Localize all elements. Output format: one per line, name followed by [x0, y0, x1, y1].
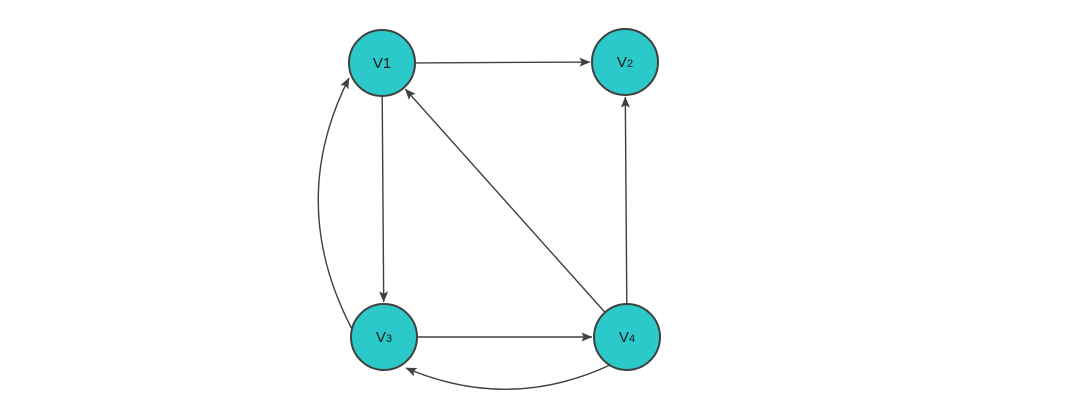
node-v3-circle [350, 303, 418, 371]
node-label-digit: 4 [629, 333, 635, 345]
node-v4-circle [593, 303, 661, 371]
node-label-base: V [376, 329, 386, 346]
node-v3: V3 [350, 303, 418, 371]
node-label-digit: 2 [627, 58, 633, 70]
node-v3-label: V3 [376, 329, 392, 346]
node-v1-circle [348, 29, 416, 97]
node-v2: V2 [591, 28, 659, 96]
edges-layer [317, 57, 630, 390]
edge-v4-v2 [620, 96, 630, 305]
edge-v1-v3 [379, 95, 389, 303]
edge-v4-v3 [405, 364, 611, 390]
edge-v3-v1 [317, 77, 353, 330]
edge-v4-v1 [404, 88, 606, 313]
node-label-digit: 3 [386, 333, 392, 345]
node-v4-label: V4 [619, 329, 635, 346]
node-v2-circle [591, 28, 659, 96]
node-v1: V1 [348, 29, 416, 97]
node-v1-label: V1 [373, 55, 391, 72]
node-v4: V4 [593, 303, 661, 371]
edge-v1-v2 [414, 57, 591, 67]
node-label-base: V [617, 54, 627, 71]
node-label-base: V [373, 55, 383, 72]
node-label-base: V [619, 329, 629, 346]
node-v2-label: V2 [617, 54, 633, 71]
node-label-digit: 1 [383, 55, 391, 72]
